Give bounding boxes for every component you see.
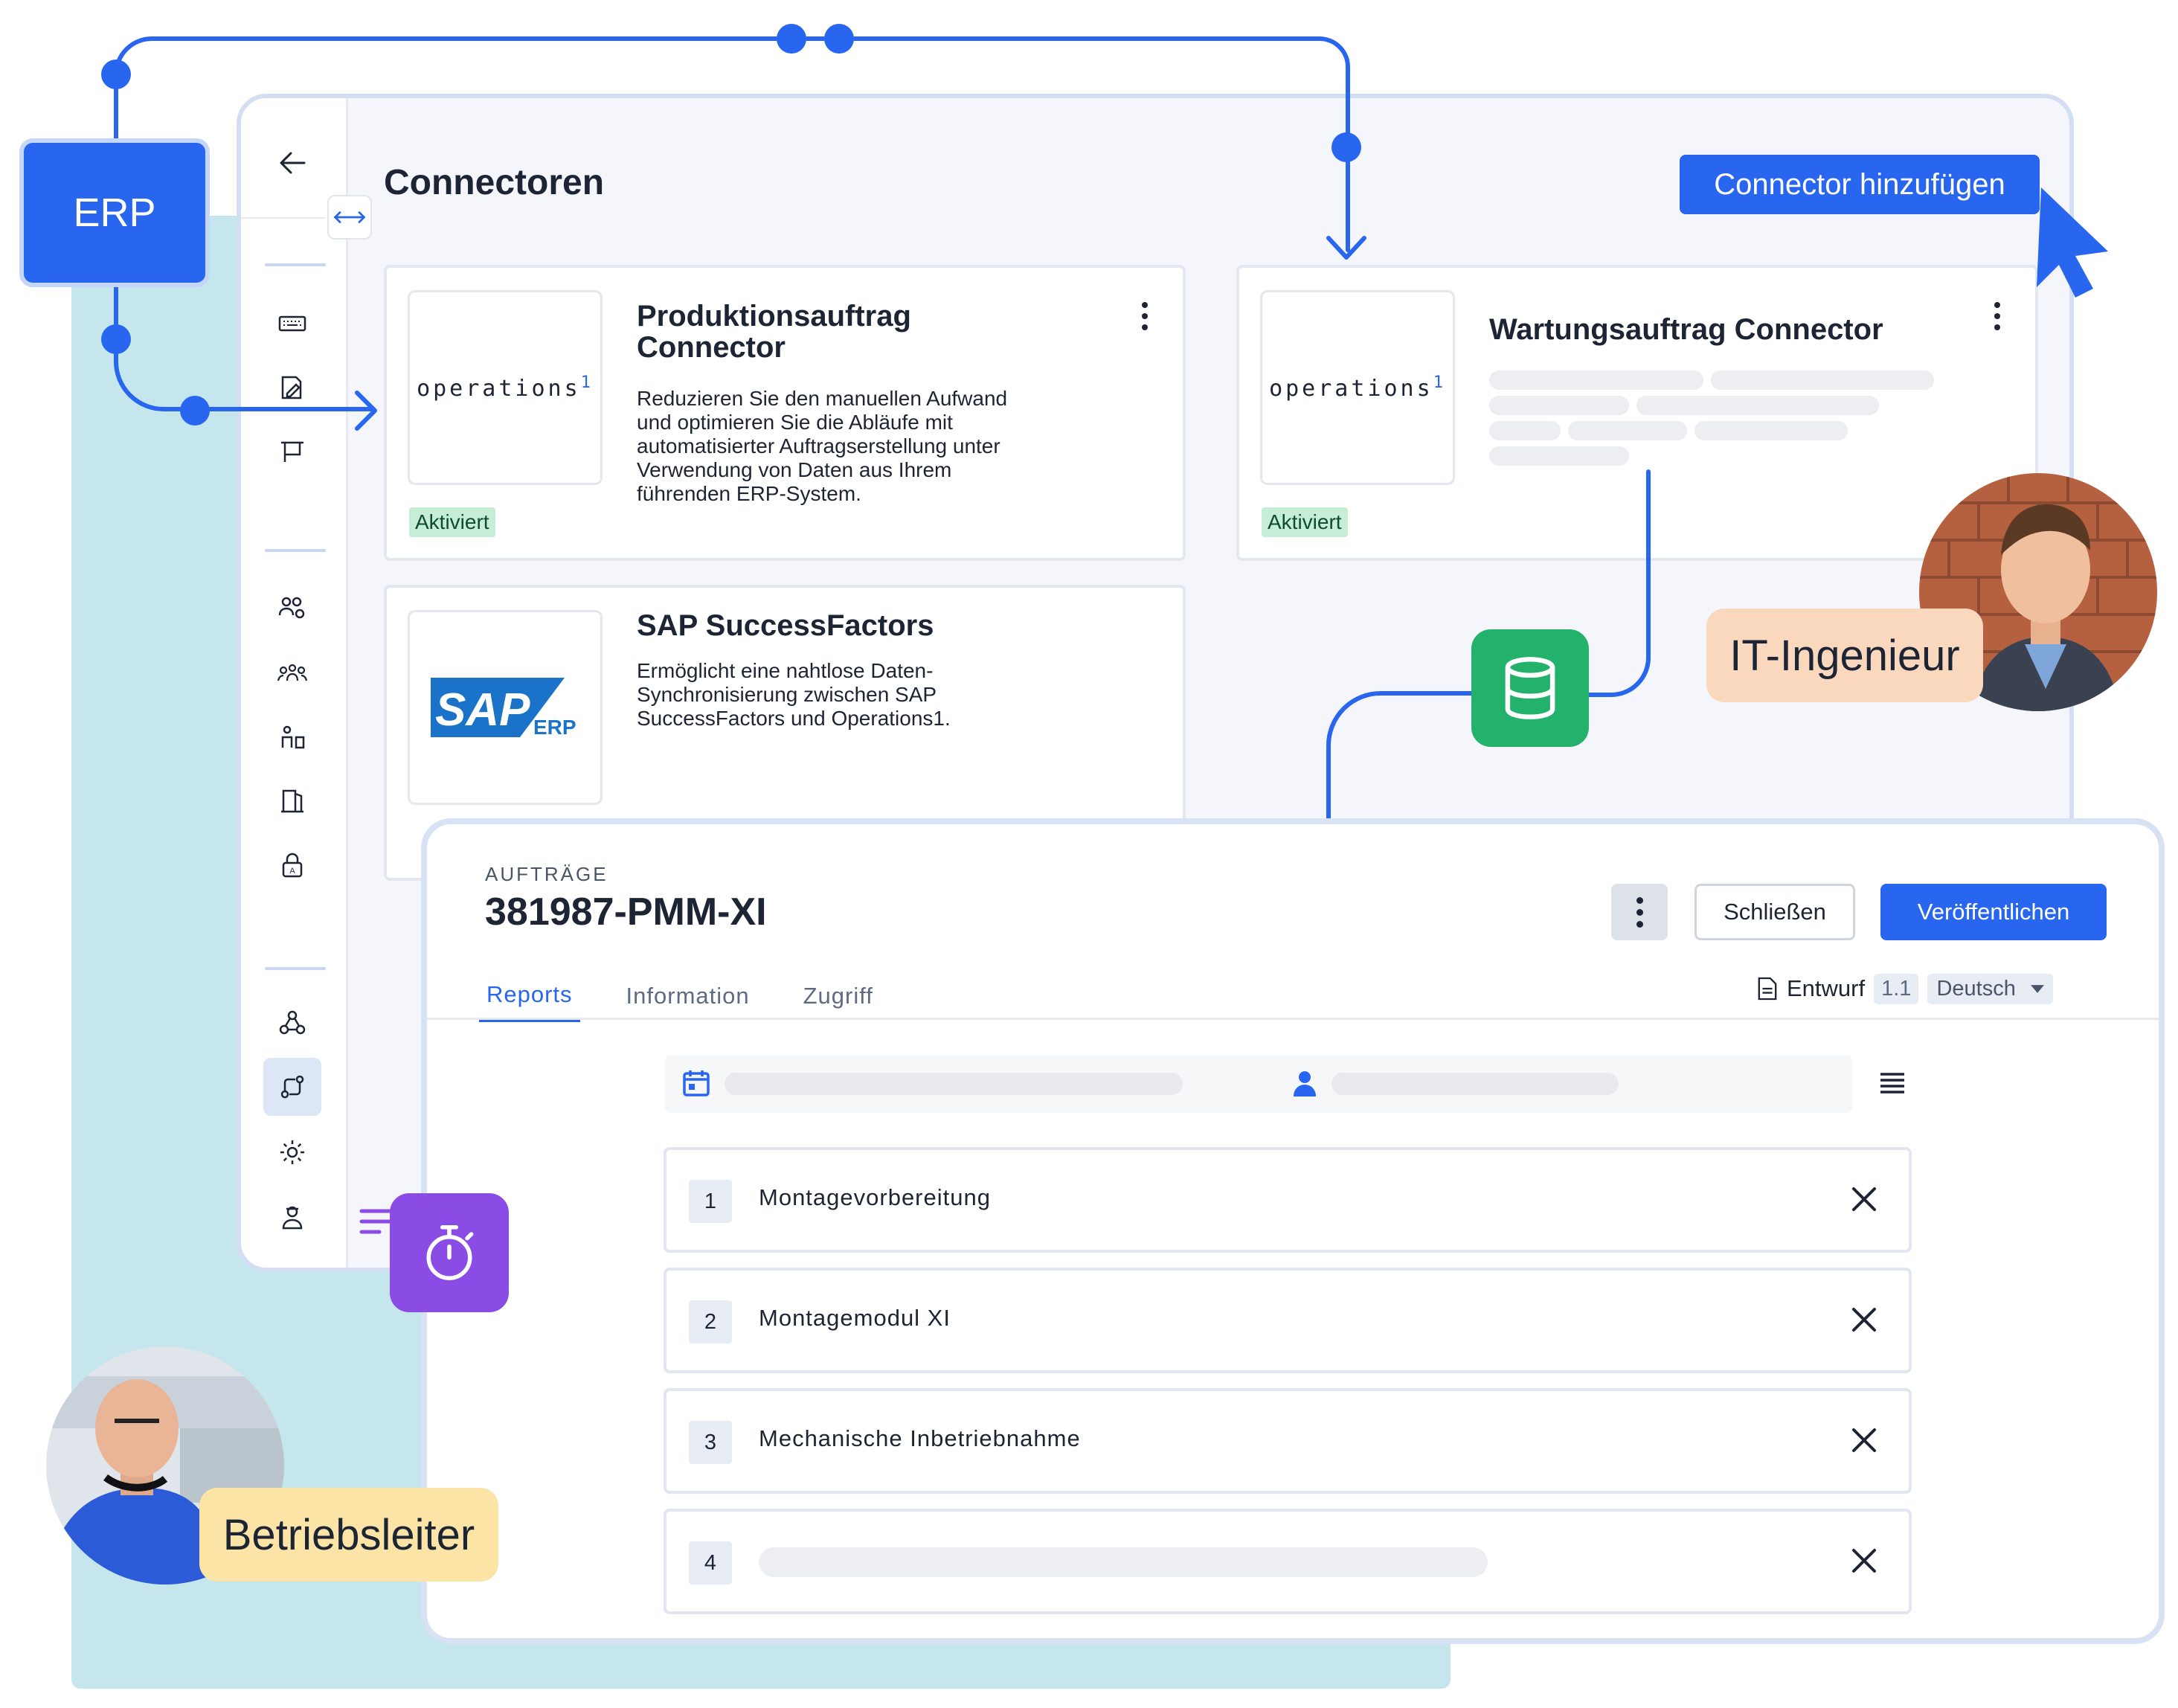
card-description: Ermöglicht eine nahtlose Daten- Synchron… xyxy=(637,659,951,730)
step-label: Mechanische Inbetriebnahme xyxy=(759,1425,1081,1451)
more-options-icon[interactable] xyxy=(1134,298,1156,335)
order-panel: AUFTRÄGE 381987-PMM-XI Schließen Veröffe… xyxy=(421,818,2165,1644)
step-label: Montagemodul XI xyxy=(759,1305,951,1331)
skeleton-line xyxy=(1694,421,1848,440)
connector-card[interactable]: operations1 Produktionsauftrag Connector… xyxy=(384,265,1186,561)
status-bar: Entwurf 1.1 Deutsch xyxy=(1757,972,2053,1006)
svg-text:A: A xyxy=(289,867,295,876)
list-item[interactable]: 2 Montagemodul XI xyxy=(664,1268,1912,1373)
chevron-down-icon xyxy=(2030,984,2044,993)
list-item[interactable]: 3 Mechanische Inbetriebnahme xyxy=(664,1388,1912,1494)
card-title: SAP SuccessFactors xyxy=(637,609,934,642)
webhook-icon[interactable] xyxy=(263,994,321,1052)
skeleton-line xyxy=(759,1547,1488,1577)
more-options-icon[interactable] xyxy=(1611,884,1668,940)
tab-reports[interactable]: Reports xyxy=(479,970,580,1022)
skeleton-line xyxy=(1489,370,1703,390)
user-profile-icon[interactable] xyxy=(263,1189,321,1247)
order-title: 381987-PMM-XI xyxy=(485,890,767,934)
skeleton-line xyxy=(1489,446,1629,466)
close-button[interactable]: Schließen xyxy=(1694,884,1855,940)
edit-document-icon[interactable] xyxy=(263,359,321,417)
skeleton-line xyxy=(1489,396,1629,415)
tab-information[interactable]: Information xyxy=(626,983,750,1009)
card-title: Produktionsauftrag Connector xyxy=(637,300,911,364)
skeleton-line xyxy=(1489,421,1561,440)
status-badge: Aktiviert xyxy=(1262,507,1348,537)
step-label: Montagevorbereitung xyxy=(759,1184,991,1210)
filter-bar xyxy=(665,1055,1852,1113)
tab-bar: Reports Information Zugriff xyxy=(479,970,919,1022)
worker-icon[interactable] xyxy=(263,708,321,766)
step-number: 4 xyxy=(689,1541,732,1585)
language-value: Deutsch xyxy=(1936,976,2016,1001)
status-badge: Aktiviert xyxy=(409,507,495,537)
sap-erp-logo: SAP ERP xyxy=(408,610,603,805)
list-view-icon[interactable] xyxy=(1877,1068,1907,1098)
connector-sync-icon[interactable] xyxy=(263,1058,321,1116)
divider xyxy=(265,967,326,970)
close-icon[interactable] xyxy=(1849,1546,1879,1576)
calendar-icon[interactable] xyxy=(681,1068,711,1098)
divider xyxy=(265,263,326,266)
manager-label: Betriebsleiter xyxy=(199,1488,498,1582)
card-title: Wartungsauftrag Connector xyxy=(1489,313,1883,346)
team-icon[interactable] xyxy=(263,644,321,702)
lock-icon[interactable]: A xyxy=(263,836,321,894)
step-number: 1 xyxy=(689,1180,732,1223)
svg-text:ERP: ERP xyxy=(533,716,576,739)
stopwatch-icon xyxy=(390,1193,509,1312)
page-title: Connectoren xyxy=(384,163,605,202)
list-item[interactable]: 1 Montagevorbereitung xyxy=(664,1147,1912,1253)
skeleton-line xyxy=(725,1073,1183,1095)
operations-logo: operations1 xyxy=(408,290,603,485)
users-gear-icon[interactable] xyxy=(263,579,321,637)
erp-node: ERP xyxy=(19,138,210,287)
speed-lines-icon xyxy=(359,1209,393,1234)
divider xyxy=(265,549,326,552)
publish-button[interactable]: Veröffentlichen xyxy=(1880,884,2107,940)
presentation-icon[interactable] xyxy=(263,423,321,481)
language-select[interactable]: Deutsch xyxy=(1927,973,2053,1004)
sidebar: A xyxy=(241,98,348,1268)
close-icon[interactable] xyxy=(1849,1305,1879,1335)
skeleton-line xyxy=(1331,1073,1619,1095)
operations-logo: operations1 xyxy=(1260,290,1455,485)
skeleton-line xyxy=(1636,396,1879,415)
connector-card[interactable]: operations1 Wartungsauftrag Connector Ak… xyxy=(1236,265,2038,561)
skeleton-line xyxy=(1711,370,1934,390)
card-description: Reduzieren Sie den manuellen Aufwand und… xyxy=(637,387,1008,505)
keyboard-icon[interactable] xyxy=(263,295,321,353)
document-icon xyxy=(1758,977,1777,1001)
tab-access[interactable]: Zugriff xyxy=(803,983,873,1009)
status-text: Entwurf xyxy=(1787,975,1866,1001)
close-icon[interactable] xyxy=(1849,1184,1879,1214)
step-number: 3 xyxy=(689,1421,732,1464)
cursor-icon xyxy=(2037,187,2108,298)
divider xyxy=(427,1018,2159,1020)
step-number: 2 xyxy=(689,1300,732,1343)
it-engineer-label: IT-Ingenieur xyxy=(1706,609,1983,702)
close-icon[interactable] xyxy=(1849,1425,1879,1455)
divider xyxy=(241,217,326,219)
section-eyebrow: AUFTRÄGE xyxy=(485,863,608,885)
svg-text:SAP: SAP xyxy=(435,684,530,736)
back-arrow-icon[interactable] xyxy=(263,134,321,192)
settings-gear-icon[interactable] xyxy=(263,1123,321,1181)
database-icon xyxy=(1471,629,1589,747)
door-icon[interactable] xyxy=(263,772,321,830)
version-chip: 1.1 xyxy=(1874,973,1919,1004)
expand-sidebar-button[interactable] xyxy=(327,195,372,240)
skeleton-line xyxy=(1568,421,1687,440)
more-options-icon[interactable] xyxy=(1986,298,2008,335)
person-icon[interactable] xyxy=(1290,1068,1320,1098)
list-item[interactable]: 4 xyxy=(664,1509,1912,1614)
add-connector-button[interactable]: Connector hinzufügen xyxy=(1680,155,2040,214)
